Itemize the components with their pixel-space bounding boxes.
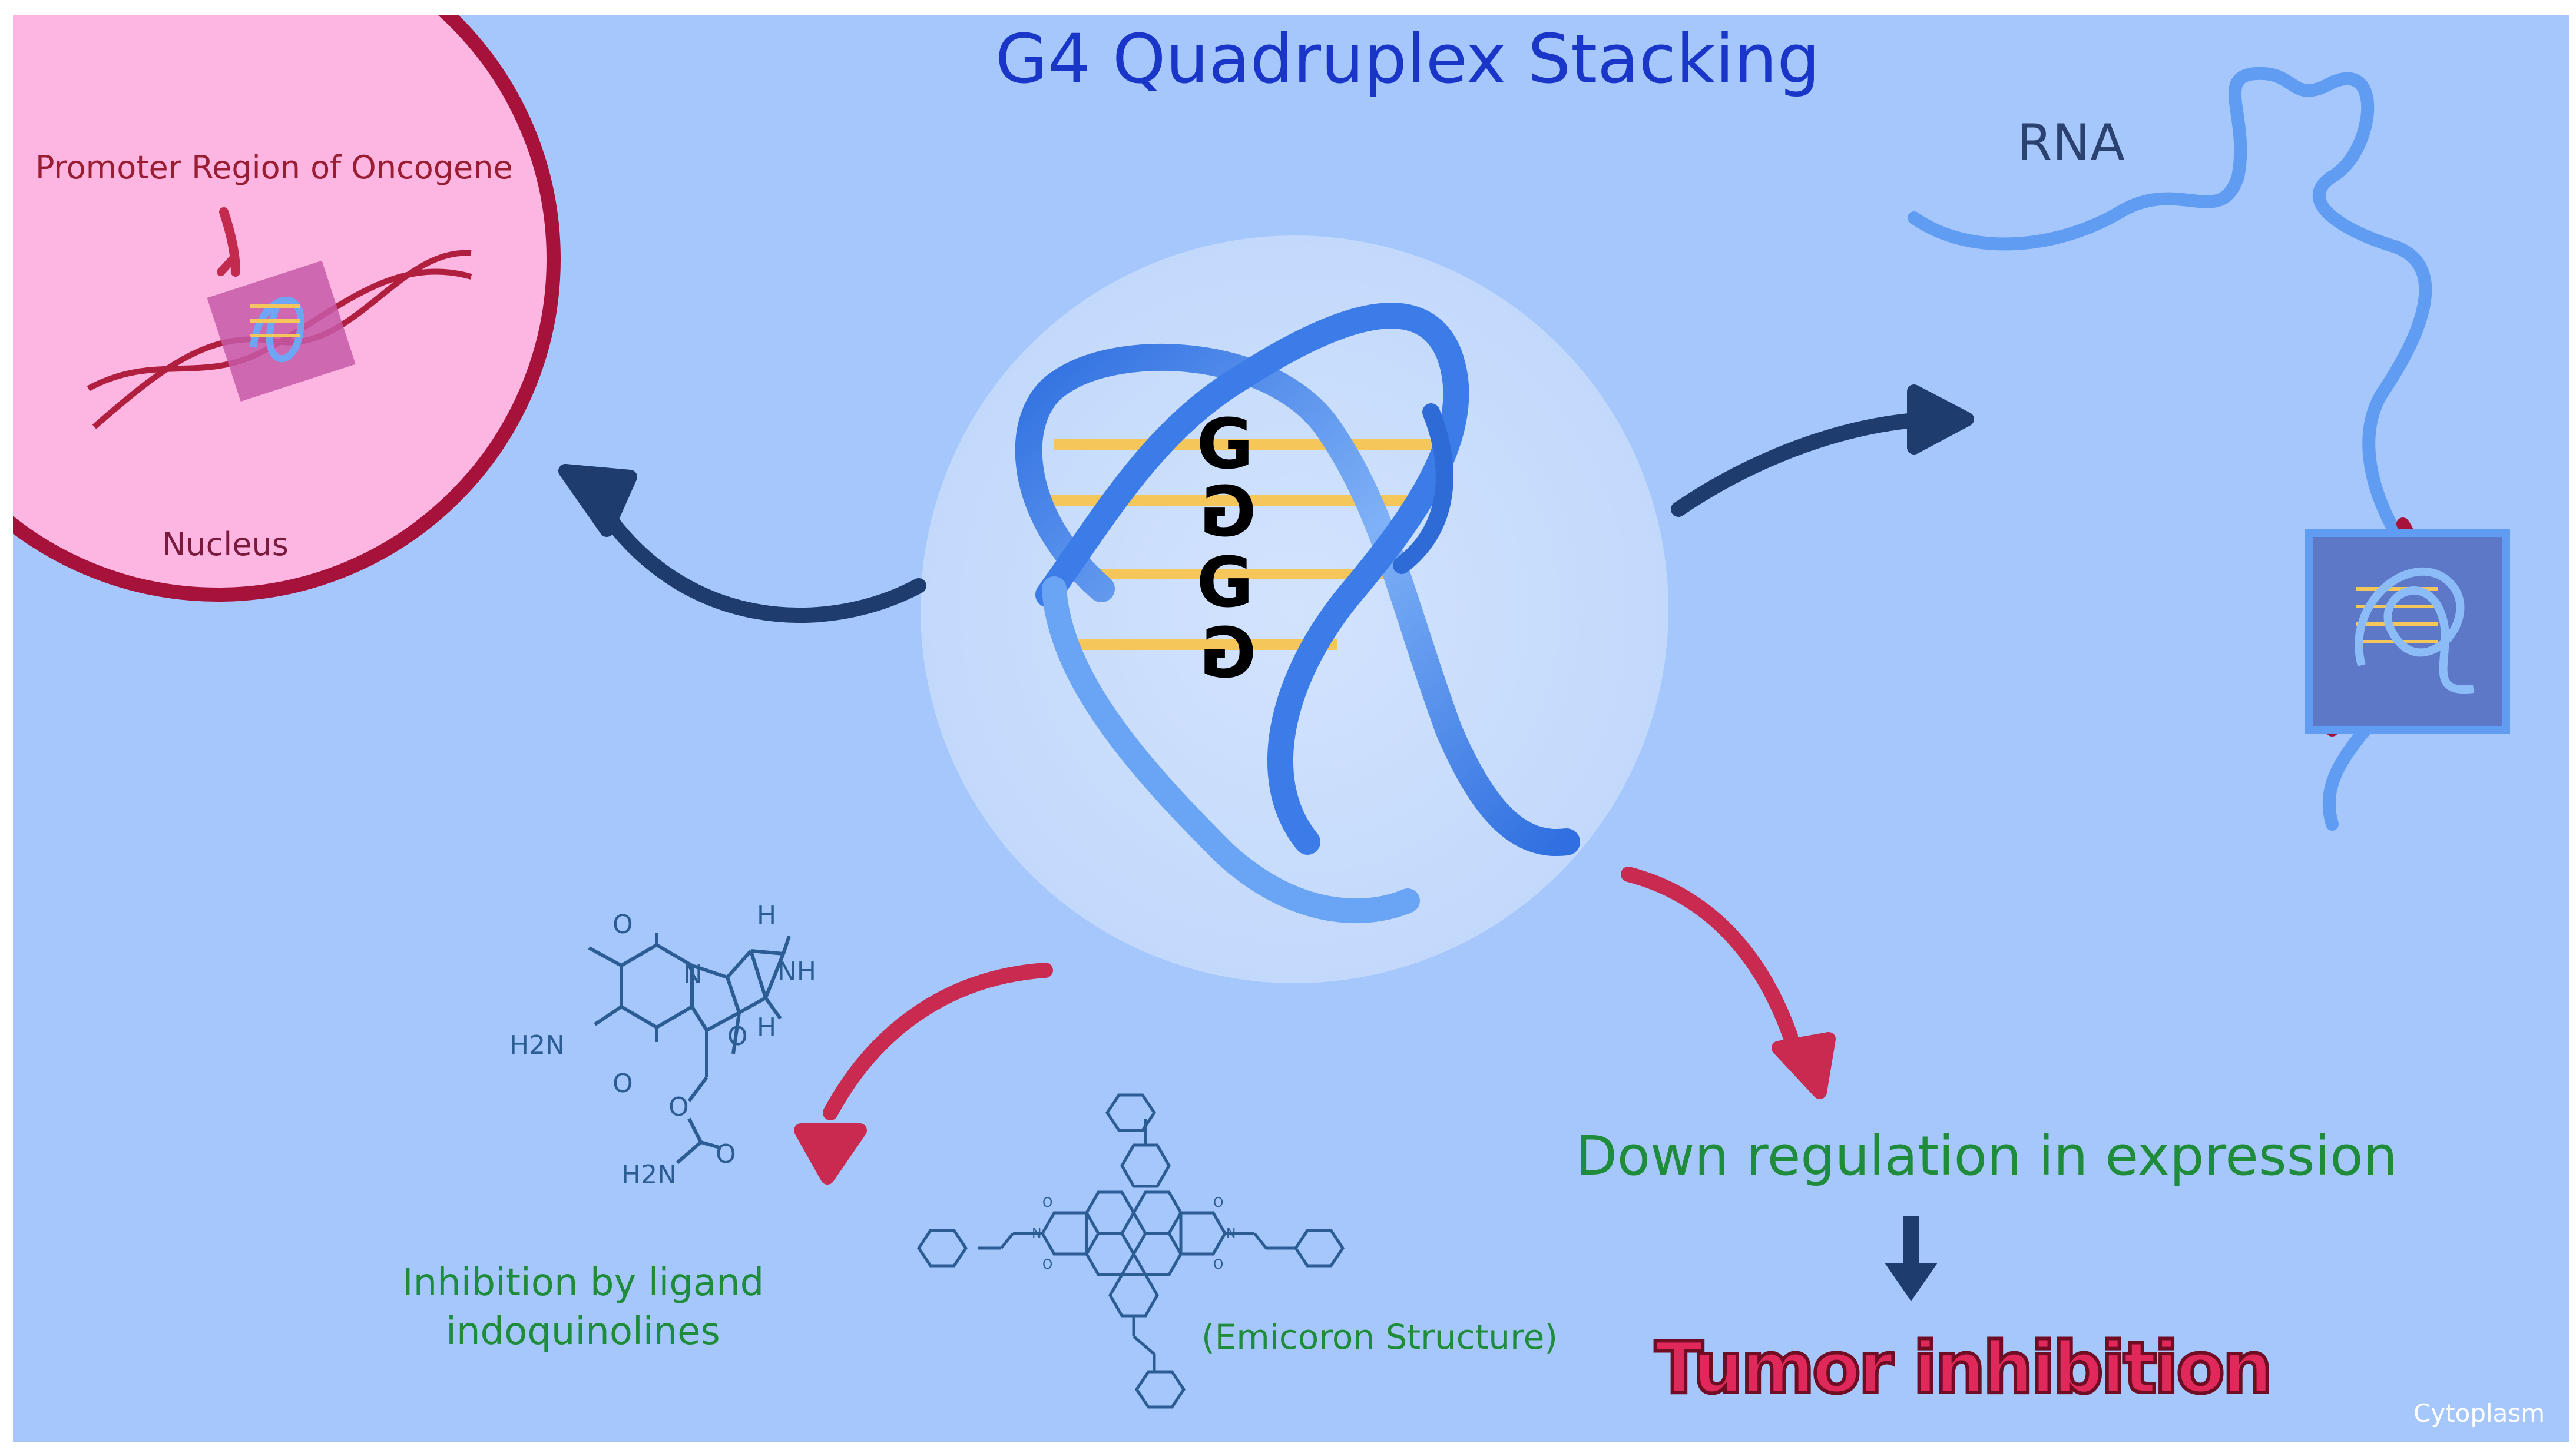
- g-letter-1: G: [1197, 403, 1254, 485]
- arrow-to-tumor-inhibition: [1885, 1216, 1938, 1301]
- atom-o-carbonyl: O: [716, 1139, 736, 1169]
- arrow-to-nucleus: [558, 464, 926, 623]
- down-regulation-label: Down regulation in expression: [1575, 1124, 2398, 1187]
- arrow-to-down-regulation: [1621, 867, 1836, 1099]
- atom-h2n: H2N: [509, 1030, 565, 1060]
- atom-o-top: O: [612, 910, 633, 940]
- g-letter-3: G: [1197, 542, 1254, 623]
- cytoplasm-label: Cytoplasm: [2413, 1399, 2545, 1428]
- rna-g4-box: [2305, 529, 2510, 734]
- indoquinoline-atoms: O O H2N N H NH H O O O H2N: [509, 901, 816, 1190]
- promoter-g4-box: [207, 260, 356, 402]
- atom-o-methoxy: O: [727, 1021, 748, 1051]
- g4-ribbon: [1015, 303, 1580, 923]
- emicoron-label: (Emicoron Structure): [1201, 1317, 1558, 1357]
- atom-nh: NH: [777, 957, 816, 987]
- indoquinoline-structure: [588, 933, 791, 1165]
- g-letters: G G G G: [1197, 403, 1257, 694]
- atom-o-ester: O: [668, 1092, 689, 1122]
- atom-h2n-carbamate: H2N: [621, 1160, 677, 1190]
- atom-n-right: N: [1226, 1226, 1236, 1241]
- atom-o-bottom: O: [612, 1069, 633, 1099]
- atom-n-ring: N: [683, 960, 703, 990]
- atom-o-1: O: [1042, 1196, 1052, 1210]
- atom-o-4: O: [1213, 1258, 1223, 1272]
- promoter-label: Promoter Region of Oncogene: [35, 149, 513, 186]
- tumor-inhibition-label: Tumor inhibition: [1653, 1328, 2274, 1409]
- atom-h-top: H: [757, 901, 776, 931]
- g-letter-2: G: [1200, 471, 1257, 552]
- rna-label: RNA: [2017, 114, 2125, 172]
- atom-o-2: O: [1042, 1258, 1052, 1272]
- atom-o-3: O: [1213, 1196, 1223, 1210]
- promoter-dna-helix: [87, 207, 472, 429]
- emicoron-atoms: N N O O O O: [1032, 1196, 1236, 1272]
- diagram-title: G4 Quadruplex Stacking: [995, 20, 1820, 99]
- arrow-to-rna: [1671, 384, 1974, 517]
- arrow-to-ligands: [794, 963, 1053, 1185]
- nucleus-label: Nucleus: [162, 526, 289, 563]
- emicoron-structure: [916, 1093, 1345, 1409]
- atom-h-bottom: H: [757, 1013, 776, 1043]
- atom-n-left: N: [1032, 1226, 1041, 1241]
- ligand-inhibition-label: Inhibition by ligand indoquinolines: [402, 1261, 764, 1354]
- g-letter-4: G: [1200, 612, 1257, 694]
